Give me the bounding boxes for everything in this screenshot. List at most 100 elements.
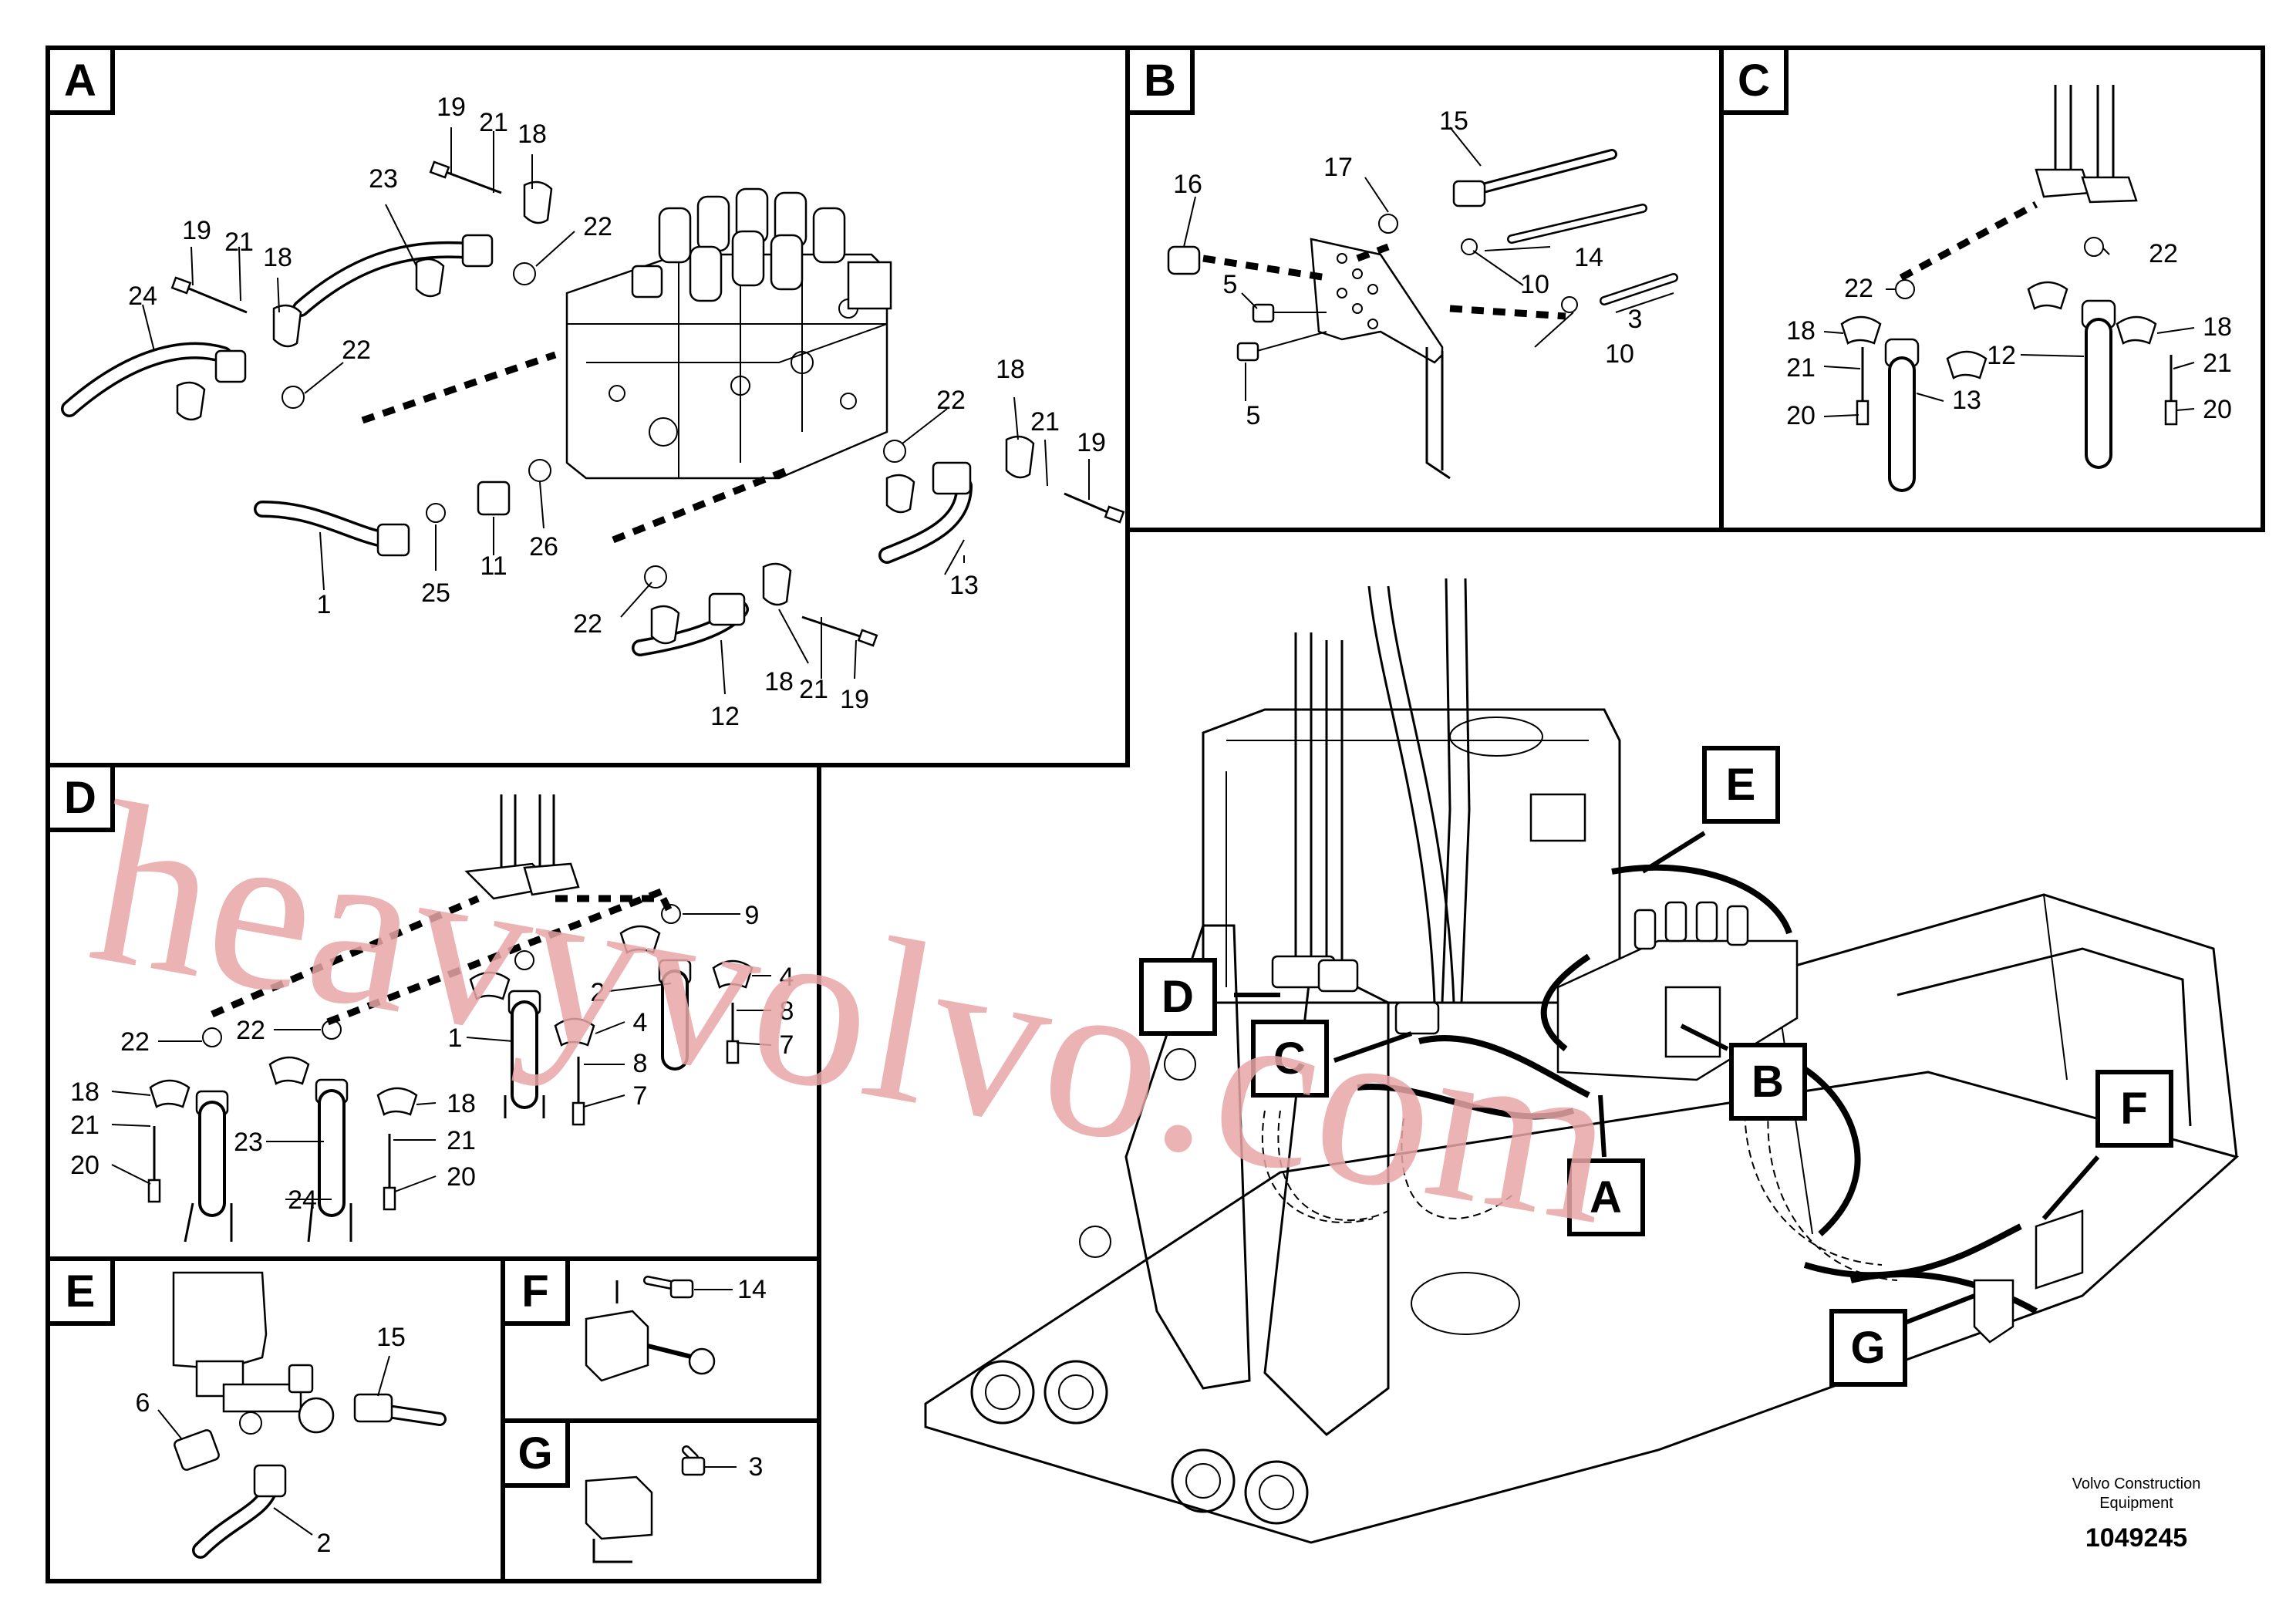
- panel-d-leaders: [111, 913, 772, 1200]
- item-number-label: 22: [236, 1016, 265, 1045]
- item-number-label: 10: [1520, 270, 1549, 299]
- panel-c-frame: [1719, 46, 2265, 532]
- hose-24: [61, 342, 305, 417]
- dash-line: [1449, 305, 1566, 320]
- item-number-label: 13: [1952, 386, 1981, 415]
- panel-f-drawing: 14: [585, 1275, 767, 1382]
- item-number-label: 12: [710, 702, 740, 731]
- item-number-label: 9: [745, 901, 760, 930]
- dash-line: [326, 887, 665, 1026]
- item-number-label: 22: [573, 609, 602, 639]
- item-number-label: 22: [936, 386, 966, 415]
- panel-b-labels: 15 16 17 14 5 10 3 10 5: [1173, 106, 1642, 430]
- callout-f: F: [2041, 1070, 2173, 1220]
- panel-a-labels: 19 21 18 23 22 19 21 18 24 22 1 25 11 26…: [128, 93, 1106, 731]
- item-number-label: 22: [342, 336, 371, 365]
- panel-tag-a-text: A: [64, 56, 96, 106]
- item-number-label: 14: [737, 1275, 767, 1304]
- item-number-label: 23: [369, 164, 398, 194]
- item-number-label: 20: [70, 1151, 99, 1180]
- item-number-label: 18: [764, 667, 794, 696]
- mounting-bracket: [1310, 238, 1444, 364]
- item-number-label: 8: [780, 996, 794, 1026]
- callout-g-text: G: [1850, 1323, 1885, 1373]
- callout-e-text: E: [1726, 760, 1756, 810]
- item-number-label: 22: [2149, 239, 2178, 268]
- panel-tag-d: D: [46, 763, 115, 832]
- item-number-label: 15: [376, 1323, 406, 1352]
- callout-f-text: F: [2120, 1084, 2147, 1134]
- panel-tag-e: E: [46, 1256, 115, 1326]
- callout-a-text: A: [1590, 1172, 1622, 1222]
- panel-tag-c: C: [1719, 46, 1789, 115]
- boom-plate-left: [1124, 924, 1251, 1390]
- frame-rail: [1773, 893, 2238, 1158]
- item-number-label: 7: [633, 1081, 648, 1111]
- dash-line: [612, 467, 788, 544]
- item-number-label: 19: [1077, 428, 1106, 457]
- item-number-label: 15: [1439, 106, 1468, 136]
- dashed-hose-route: [1261, 1110, 1512, 1223]
- callout-g: G: [1829, 1293, 1976, 1387]
- item-number-label: 18: [70, 1077, 99, 1107]
- hose-12: [632, 565, 749, 656]
- panel-d-labels: 9 2 4 8 7 1 4 8 7 22 22 18 18 21 21 20 2…: [70, 901, 794, 1215]
- item-number-label: 17: [1323, 153, 1353, 182]
- panel-e-drawing: 15 6 2: [136, 1271, 447, 1559]
- item-number-label: 18: [996, 355, 1025, 384]
- item-number-label: 18: [518, 120, 547, 149]
- panel-tag-f-text: F: [521, 1266, 548, 1317]
- item-number-label: 4: [780, 963, 794, 992]
- item-number-label: 22: [583, 212, 612, 241]
- callout-c: C: [1251, 1020, 1412, 1098]
- item-number-label: 18: [2203, 312, 2232, 342]
- item-number-label: 24: [128, 282, 157, 311]
- dash-line: [1202, 255, 1327, 282]
- item-number-label: 23: [234, 1128, 263, 1157]
- callout-d-text: D: [1161, 972, 1194, 1022]
- item-number-label: 12: [1987, 341, 2016, 370]
- item-number-label: 21: [70, 1111, 99, 1140]
- boom-plate-right: [1263, 962, 1390, 1436]
- item-number-label: 11: [480, 551, 507, 581]
- item-number-label: 1: [317, 590, 332, 619]
- dash-line: [1899, 201, 2038, 281]
- item-number-label: 19: [437, 93, 466, 122]
- panel-a-leaders: [142, 127, 1090, 695]
- item-number-label: 3: [749, 1452, 764, 1482]
- panel-tag-a: A: [46, 46, 115, 115]
- callout-e: E: [1641, 746, 1780, 874]
- item-number-label: 21: [447, 1126, 476, 1155]
- dash-line: [211, 895, 480, 1018]
- item-number-label: 26: [529, 532, 558, 561]
- hose-13: [878, 440, 973, 564]
- drawing-number: 1049245: [2085, 1523, 2187, 1553]
- panel-c-drawing: 22 22 18 18 21 21 12 13 20 20: [1786, 85, 2232, 492]
- panel-e-labels: 15 6 2: [136, 1323, 406, 1558]
- item-number-label: 14: [1574, 243, 1603, 272]
- panel-g-frame: [501, 1418, 821, 1583]
- item-number-label: 4: [633, 1008, 648, 1037]
- cylinder-pipes: [2054, 85, 2115, 177]
- callout-d: D: [1139, 958, 1280, 1036]
- vertical-pipes: [1294, 632, 1344, 972]
- item-number-label: 6: [136, 1388, 150, 1418]
- dash-line: [1356, 243, 1390, 262]
- panel-c-labels: 22 22 18 18 21 21 12 13 20 20: [1786, 239, 2232, 430]
- dash-line: [361, 351, 557, 424]
- panel-e-leaders: [157, 1355, 390, 1536]
- item-number-label: 16: [1173, 170, 1202, 199]
- base-plate: [924, 1071, 2240, 1544]
- item-number-label: 3: [1628, 305, 1643, 334]
- item-number-label: 5: [1223, 270, 1238, 299]
- panel-a-drawing: 19 21 18 23 22 19 21 18 24 22 1 25 11 26…: [61, 93, 1125, 731]
- item-number-label: 8: [633, 1049, 648, 1078]
- control-valve-block: [565, 187, 892, 480]
- panel-tag-e-text: E: [66, 1266, 96, 1317]
- callouts: E D C B A F G: [1139, 746, 2173, 1387]
- item-number-label: 24: [288, 1185, 317, 1215]
- flange-clamps: [170, 160, 1125, 647]
- panel-tag-b-text: B: [1144, 56, 1176, 106]
- item-number-label: 18: [447, 1089, 476, 1118]
